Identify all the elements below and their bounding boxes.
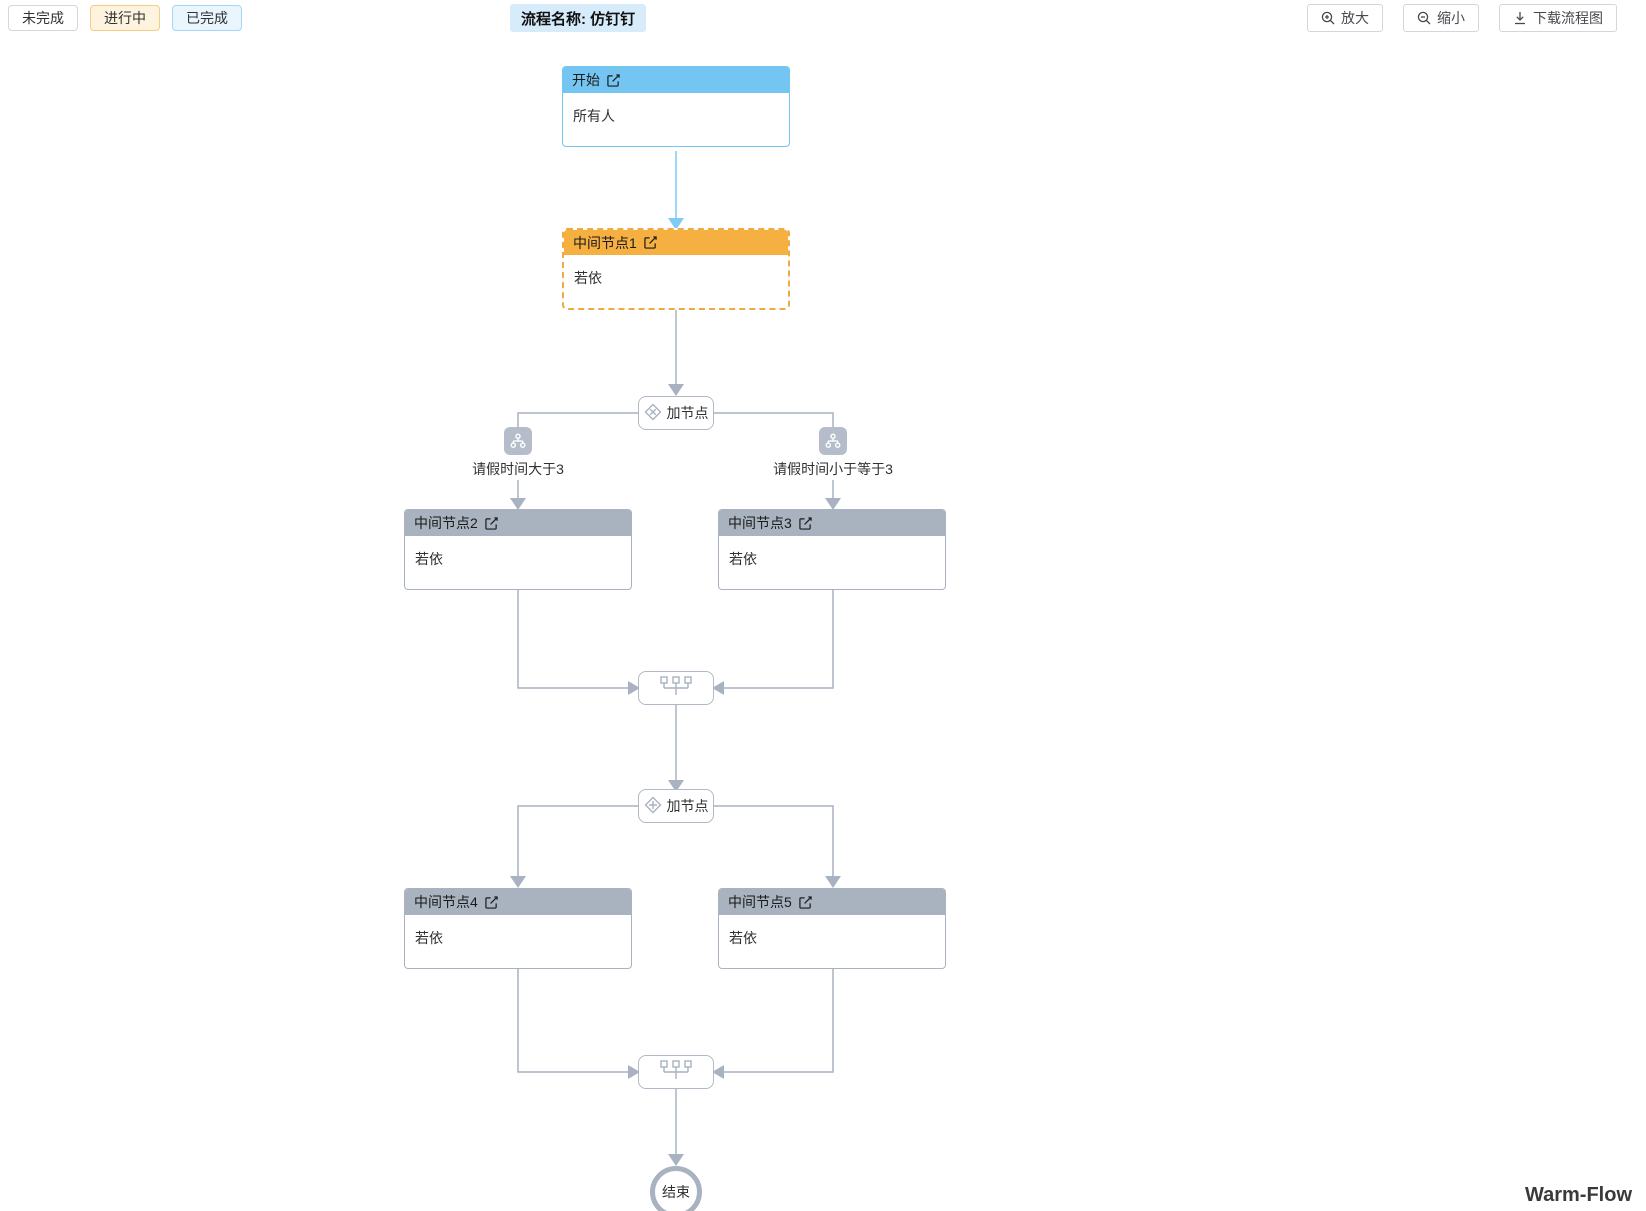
edit-icon[interactable]	[607, 73, 620, 87]
merge-icon	[658, 1059, 694, 1085]
node-mid4-header: 中间节点4	[405, 889, 631, 915]
status-legend: 未完成 进行中 已完成	[8, 5, 242, 31]
page-title: 流程名称: 仿钉钉	[510, 4, 647, 32]
node-mid4-assignee: 若依	[415, 930, 443, 946]
download-icon	[1513, 11, 1527, 25]
arrowheads	[510, 384, 841, 1166]
node-mid1-assignee: 若依	[574, 270, 602, 286]
add-node-button-exclusive[interactable]: 加节点	[638, 396, 714, 430]
legend-chip-todo[interactable]: 未完成	[8, 5, 78, 31]
edit-icon[interactable]	[799, 516, 812, 530]
legend-chip-done[interactable]: 已完成	[172, 5, 242, 31]
node-mid1-header: 中间节点1	[564, 230, 788, 255]
arrowhead	[668, 218, 684, 230]
add-node-label: 加节点	[666, 798, 709, 814]
node-mid2-title: 中间节点2	[414, 515, 478, 531]
zoom-in-button[interactable]: 放大	[1307, 4, 1383, 32]
node-mid5[interactable]: 中间节点5 若依	[718, 888, 946, 969]
condition-left-label: 请假时间大于3	[472, 461, 564, 477]
node-mid1-title: 中间节点1	[573, 234, 637, 251]
node-mid4[interactable]: 中间节点4 若依	[404, 888, 632, 969]
node-mid3-title: 中间节点3	[728, 515, 792, 531]
parallel-gateway-icon	[644, 796, 662, 817]
zoom-out-button[interactable]: 缩小	[1403, 4, 1479, 32]
node-mid2-assignee: 若依	[415, 551, 443, 567]
node-mid3-assignee: 若依	[729, 551, 757, 567]
connector-lines	[517, 309, 834, 1154]
merge-icon	[658, 675, 694, 701]
node-mid2[interactable]: 中间节点2 若依	[404, 509, 632, 590]
node-mid3-header: 中间节点3	[719, 510, 945, 536]
zoom-in-label: 放大	[1341, 10, 1369, 26]
legend-chip-doing[interactable]: 进行中	[90, 5, 160, 31]
edit-icon[interactable]	[485, 895, 498, 909]
node-mid2-header: 中间节点2	[405, 510, 631, 536]
toolbar: 放大 缩小 下载流程图	[1307, 4, 1617, 32]
download-flowchart-button[interactable]: 下载流程图	[1499, 4, 1617, 32]
add-node-label: 加节点	[666, 405, 709, 421]
node-start-header: 开始	[563, 67, 789, 93]
zoom-out-label: 缩小	[1437, 10, 1465, 26]
edit-icon[interactable]	[485, 516, 498, 530]
edit-icon[interactable]	[799, 895, 812, 909]
node-mid5-assignee: 若依	[729, 930, 757, 946]
condition-right-label: 请假时间小于等于3	[773, 461, 893, 477]
download-label: 下载流程图	[1533, 10, 1603, 26]
exclusive-gateway-icon	[644, 403, 662, 424]
node-start-assignee: 所有人	[573, 108, 615, 124]
node-mid1[interactable]: 中间节点1 若依	[562, 228, 790, 310]
node-start-title: 开始	[572, 72, 600, 88]
zoom-in-icon	[1321, 11, 1335, 25]
condition-right-icon[interactable]	[819, 427, 847, 455]
node-mid5-header: 中间节点5	[719, 889, 945, 915]
node-end-label: 结束	[662, 1184, 690, 1200]
node-end: 结束	[650, 1166, 702, 1211]
merge-gateway-2	[638, 1055, 714, 1089]
condition-left-icon[interactable]	[504, 427, 532, 455]
add-node-button-parallel[interactable]: 加节点	[638, 789, 714, 823]
edit-icon[interactable]	[644, 236, 657, 249]
node-start[interactable]: 开始 所有人	[562, 66, 790, 147]
zoom-out-icon	[1417, 11, 1431, 25]
node-mid4-title: 中间节点4	[414, 894, 478, 910]
node-mid5-title: 中间节点5	[728, 894, 792, 910]
merge-gateway-1	[638, 671, 714, 705]
watermark: Warm-Flow	[1524, 1184, 1632, 1206]
node-mid3[interactable]: 中间节点3 若依	[718, 509, 946, 590]
